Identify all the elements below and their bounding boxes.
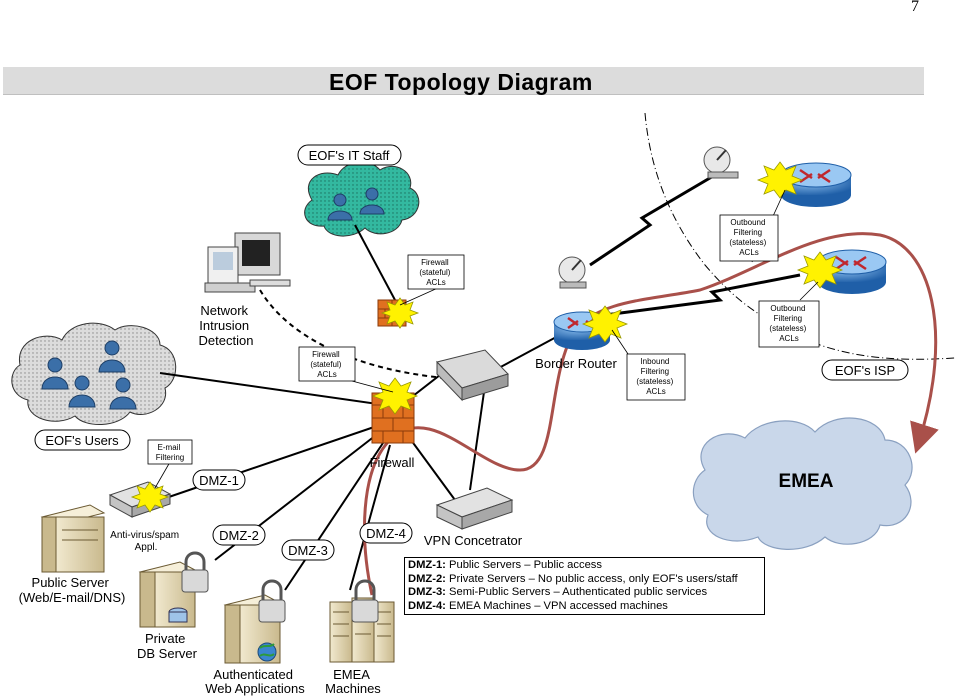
satellite-dish-mid-icon xyxy=(558,256,587,289)
page-title: EOF Topology Diagram xyxy=(329,69,593,95)
satellite-dish-top-icon xyxy=(703,146,739,179)
padlock-dmz2-icon xyxy=(181,551,209,593)
dmz2-label: DMZ-2 xyxy=(219,528,259,543)
isp-label: EOF's ISP xyxy=(835,363,895,378)
vpn-concentrator-icon xyxy=(435,487,514,530)
vpn-label: VPN Concetrator xyxy=(424,533,523,548)
star-icon xyxy=(796,251,844,289)
isp-boundary xyxy=(644,112,956,360)
fw-top-callout: Firewall (stateful) ACLs xyxy=(419,258,452,287)
users-label-box xyxy=(34,429,131,451)
it-staff-label: EOF's IT Staff xyxy=(309,148,390,163)
star-icon xyxy=(756,161,804,199)
legend-row: DMZ-2: Private Servers – No public acces… xyxy=(408,572,738,585)
legend-row: DMZ-4: EMEA Machines – VPN accessed mach… xyxy=(408,599,668,612)
it-staff-people-icons xyxy=(327,187,385,221)
users-cloud xyxy=(11,322,177,426)
dmz-legend: DMZ-1: Public Servers – Public access DM… xyxy=(404,557,765,616)
inbound-callout-box xyxy=(626,353,686,401)
title-bar xyxy=(3,67,924,95)
outbound-top-callout: Outbound Filtering (stateless) ACLs xyxy=(729,218,768,257)
firewall-label: Firewall xyxy=(370,455,415,470)
wan-link-top xyxy=(589,173,716,267)
page-number: 7 xyxy=(911,0,919,15)
star-icon xyxy=(581,305,629,343)
public-server-label: Public Server (Web/E-mail/DNS) xyxy=(19,575,126,605)
fw-left-callout: Firewall (stateful) ACLs xyxy=(310,350,343,379)
dmz3-label: DMZ-3 xyxy=(288,543,328,558)
dmz4-box xyxy=(359,522,413,544)
antivirus-label: Anti-virus/spam Appl. xyxy=(110,530,182,553)
star-icon xyxy=(371,377,419,415)
emea-machines-label: EMEA Machines xyxy=(325,667,381,696)
outbound-mid-callout-box xyxy=(758,300,820,348)
legend-row: DMZ-3: Semi-Public Servers – Authenticat… xyxy=(408,586,708,599)
email-filtering-callout-box xyxy=(147,439,193,465)
users-label: EOF's Users xyxy=(45,433,119,448)
emea-label: EMEA xyxy=(779,471,834,492)
dmz1-box xyxy=(192,469,246,491)
private-db-label: Private DB Server xyxy=(137,631,198,661)
fw-left-callout-box xyxy=(298,346,356,382)
email-filtering-callout: E-mail Filtering xyxy=(156,443,184,462)
star-icon xyxy=(380,297,420,329)
emea-cloud xyxy=(692,417,913,550)
star-icon xyxy=(130,481,170,513)
fw-top-callout-box xyxy=(407,254,465,290)
isp-label-box xyxy=(821,359,909,381)
auth-web-label: Authenticated Web Applications xyxy=(205,667,305,696)
it-staff-label-box xyxy=(297,144,402,166)
dmz4-label: DMZ-4 xyxy=(366,526,406,541)
border-router-label: Border Router xyxy=(535,356,617,371)
legend-row: DMZ-1: Public Servers – Public access xyxy=(408,559,602,571)
inbound-callout: Inbound Filtering (stateless) ACLs xyxy=(636,357,675,396)
core-switch-icon xyxy=(436,349,509,402)
outbound-mid-callout: Outbound Filtering (stateless) ACLs xyxy=(769,304,808,343)
outbound-top-callout-box xyxy=(719,214,779,262)
dmz2-box xyxy=(212,524,266,546)
users-people-icons xyxy=(41,340,137,410)
padlock-dmz4-icon xyxy=(351,579,379,623)
nids-computer-icon xyxy=(204,232,291,293)
padlock-dmz3-icon xyxy=(258,579,286,623)
dmz1-label: DMZ-1 xyxy=(199,473,239,488)
nids-label: Network Intrusion Detection xyxy=(199,303,254,348)
private-db-server-icon xyxy=(138,561,197,628)
public-server-icon xyxy=(40,504,106,573)
wan-link-mid xyxy=(604,273,801,317)
star-icons xyxy=(130,161,844,513)
dmz3-box xyxy=(281,539,335,561)
it-staff-cloud xyxy=(304,161,420,237)
